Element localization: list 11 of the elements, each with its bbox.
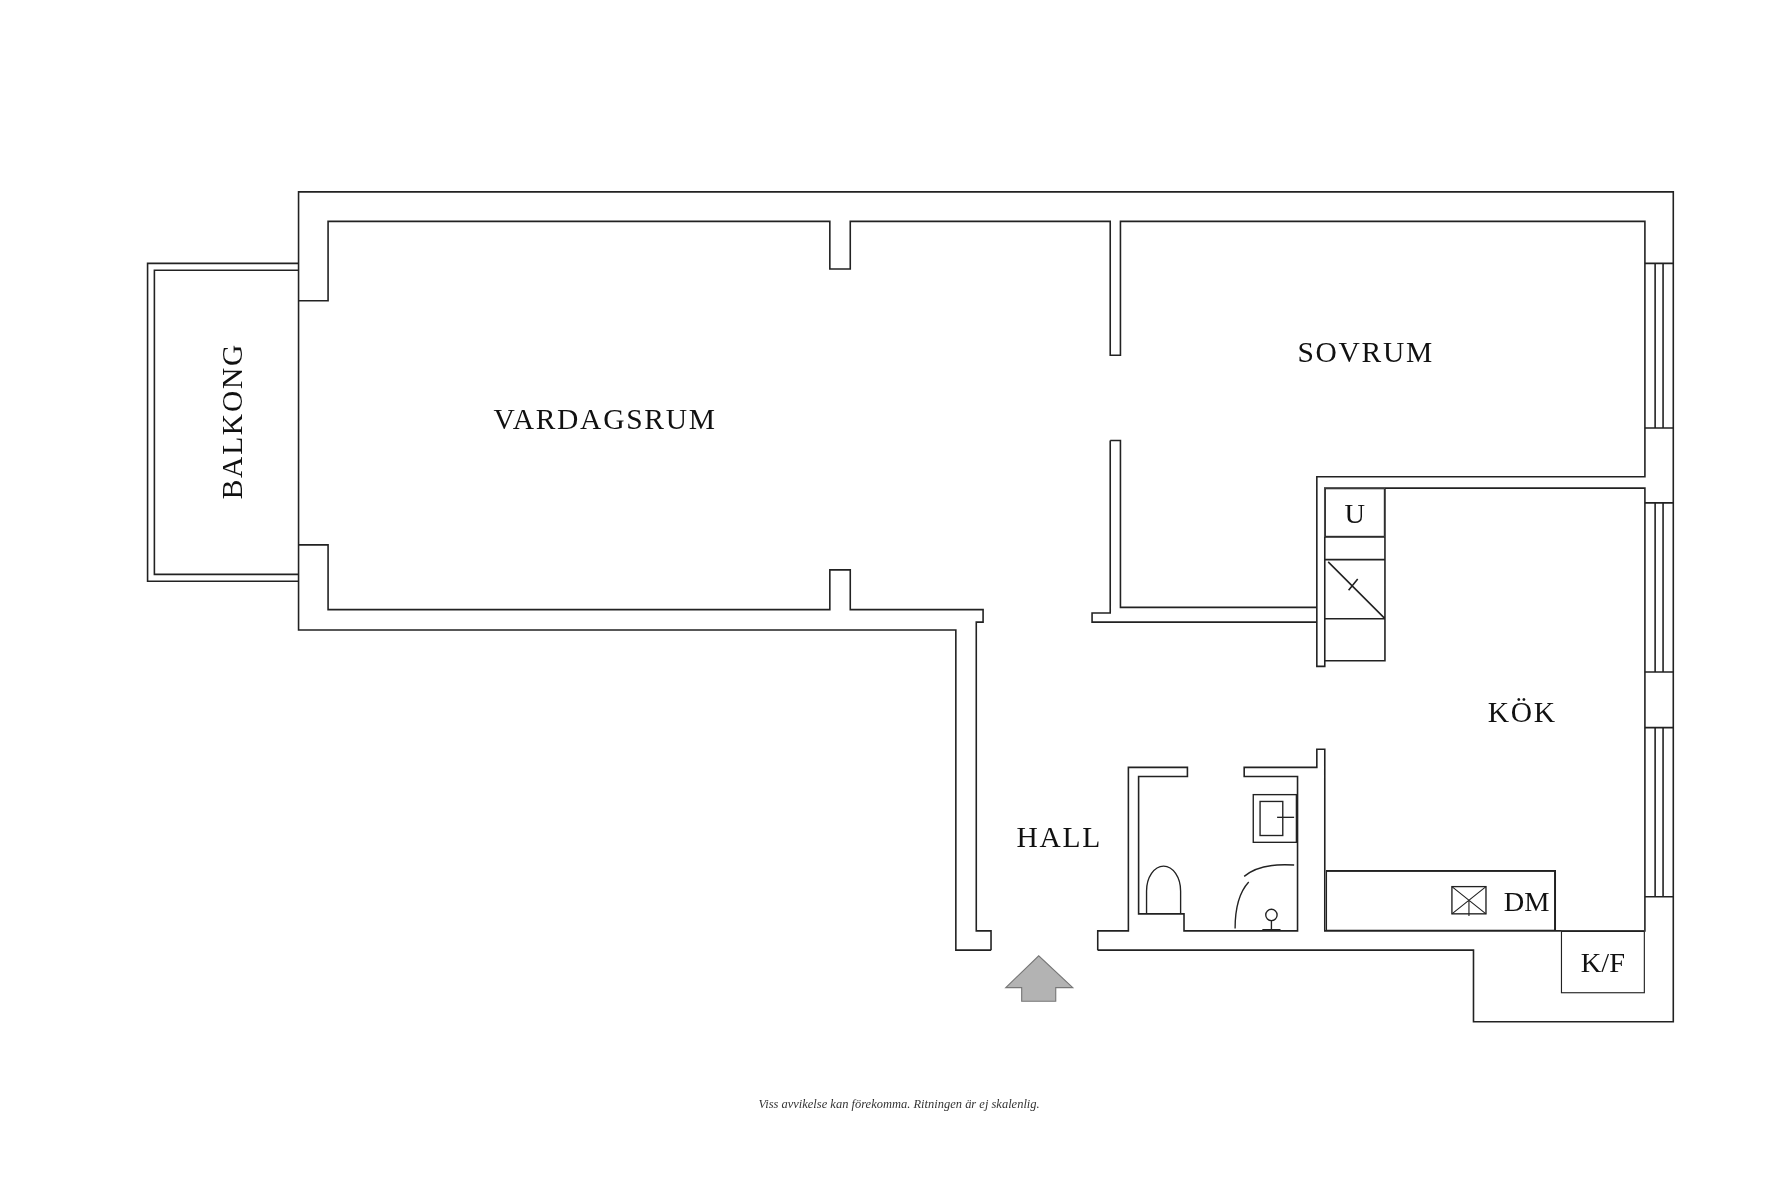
fixture-label: U: [1343, 498, 1367, 527]
fixture-label: DM: [1503, 886, 1550, 915]
fridge-freezer-box: [1560, 930, 1645, 994]
room-label: KÖK: [1487, 698, 1557, 728]
fixture-label: K/F: [1579, 947, 1626, 977]
room-label: SOVRUM: [1297, 338, 1434, 368]
storage-cell: [1324, 488, 1385, 537]
room-label: VARDAGSRUM: [493, 405, 717, 435]
room-label: BALKONG: [217, 343, 248, 500]
caption-note: Viss avvikelse kan förekomma. Ritningen är ej skalenlig.: [757, 1096, 1041, 1111]
room-label: HALL: [1016, 823, 1102, 853]
